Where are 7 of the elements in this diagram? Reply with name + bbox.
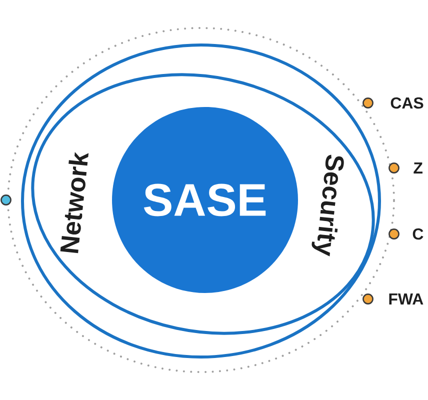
item-label: C: [412, 228, 424, 240]
ellipse-outline: [31, 73, 375, 335]
item-label: CAS: [390, 97, 424, 109]
ellipse-outline: [21, 44, 381, 358]
side-label: Network: [60, 152, 89, 254]
item-label: FWA: [389, 294, 424, 304]
item-label: Z: [414, 162, 422, 174]
